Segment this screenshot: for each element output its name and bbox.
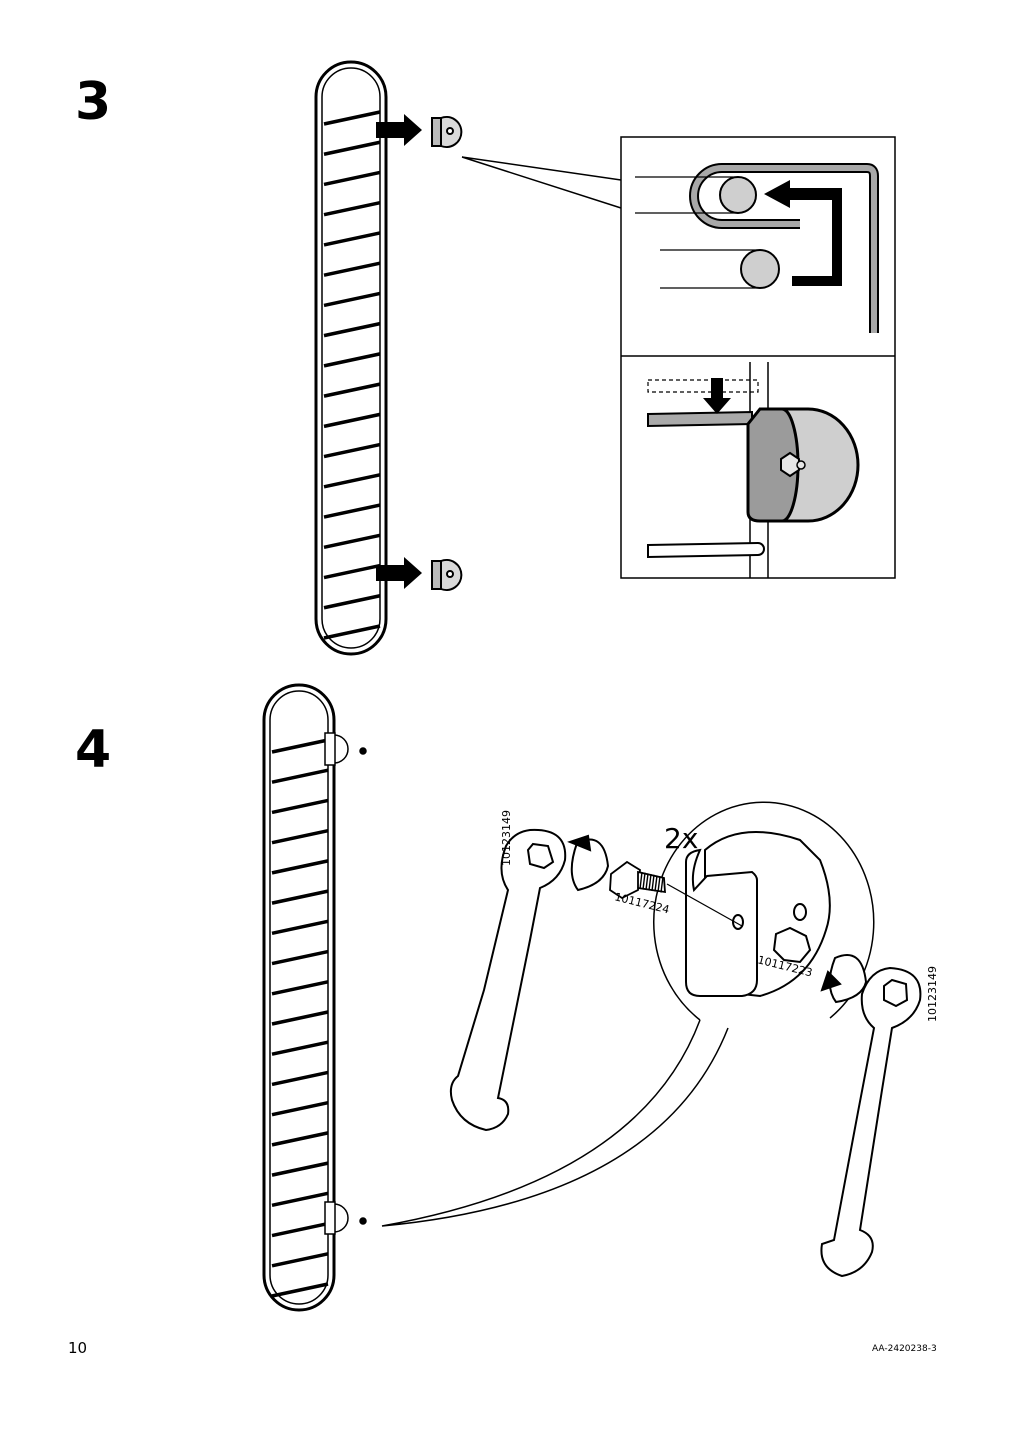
ladder-rung: [323, 594, 381, 610]
callout-pointer: [461, 156, 622, 209]
ladder-rung: [323, 533, 381, 550]
bolt-icon: [609, 860, 666, 900]
bolt-thread: [651, 874, 655, 892]
ladder-rung: [323, 231, 381, 247]
cap-nut-icon: [772, 926, 812, 964]
wrench-icon: [449, 828, 922, 1278]
bolt-thread: [657, 876, 661, 893]
wall-hook-icon: [431, 116, 463, 591]
bolt-thread: [648, 874, 652, 891]
ladder-rung: [323, 412, 381, 429]
wrench-left-part-number: 10123149: [500, 810, 513, 866]
arrow-right-icon: [376, 114, 422, 589]
ladder-rung: [271, 1282, 329, 1298]
ladder-rung: [323, 503, 381, 519]
ladder-rung: [271, 1161, 329, 1177]
ladder-rung: [271, 1252, 329, 1268]
arrow-hook-in-icon: [764, 180, 842, 286]
ladder-rung: [271, 859, 329, 875]
ladder-rung: [271, 1040, 329, 1056]
ladder-rung: [271, 919, 329, 936]
ladder-rung: [323, 321, 381, 338]
axis-line: [666, 883, 743, 927]
ladder-rung: [271, 1131, 329, 1147]
step-4-illustration: 2x 10117224 10117223 10123149 10123149: [262, 683, 939, 1312]
ladder-rung: [271, 1010, 329, 1026]
mounted-hook-icon: [324, 732, 367, 1235]
ladder-rung: [323, 261, 381, 277]
hook-side-view: [647, 362, 860, 578]
document-code: AA-2420238-3: [872, 1344, 937, 1354]
ladder-rung: [323, 140, 381, 156]
rotate-icon: [567, 834, 868, 1004]
wrench-right-part-number: 10123149: [926, 966, 939, 1022]
bolt-thread: [642, 872, 646, 890]
ladder-rung: [271, 949, 329, 966]
ladder-rack-icon: [314, 60, 388, 656]
ladder-rung: [271, 1191, 329, 1208]
magnified-detail: [381, 801, 922, 1278]
ladder-rung: [271, 738, 329, 754]
step-3-illustration: [314, 60, 896, 656]
bolt-thread: [639, 871, 643, 890]
ladder-rung: [271, 980, 329, 996]
ladder-rung: [323, 291, 381, 308]
detail-box: [620, 136, 896, 579]
bolt-thread: [654, 875, 658, 892]
bolt-thread: [645, 873, 649, 891]
arrow-down-icon: [703, 378, 731, 414]
ladder-rung: [271, 798, 329, 815]
ladder-rung: [323, 170, 381, 187]
ladder-rung: [271, 768, 329, 784]
ladder-rung: [323, 352, 381, 368]
ladder-rack-icon: [262, 683, 336, 1312]
step-4-number: 4: [75, 720, 112, 780]
ladder-rung: [323, 110, 381, 126]
ladder-rung: [323, 473, 381, 489]
quantity-label: 2x: [664, 822, 698, 855]
ladder-rung: [271, 1100, 329, 1117]
bolt-thread: [660, 876, 664, 893]
ladder-rung: [271, 1221, 329, 1238]
hook-cross-section: [635, 163, 879, 333]
bolt-part-number: 10117224: [613, 890, 670, 916]
ladder-rung: [323, 200, 381, 217]
ladder-rung: [271, 889, 329, 905]
ladder-rung: [323, 624, 381, 640]
step-3-number: 3: [75, 72, 112, 132]
ladder-rung: [323, 382, 381, 398]
ladder-rung: [271, 1070, 329, 1087]
ladder-rung: [323, 563, 381, 580]
ladder-rung: [271, 828, 329, 845]
ladder-rung: [323, 442, 381, 459]
page-number: 10: [68, 1339, 88, 1357]
